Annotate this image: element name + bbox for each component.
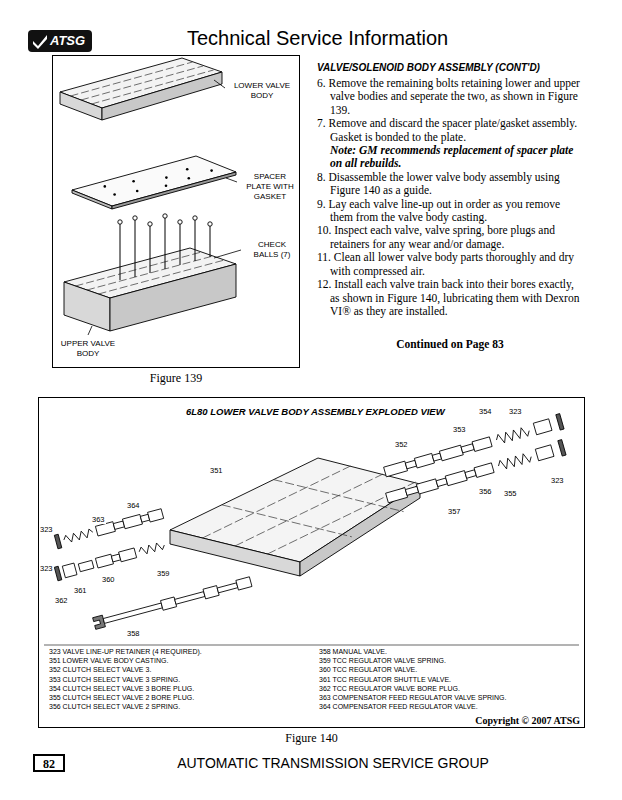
callout-number: 356 [478,487,493,496]
parts-list-item: 358 MANUAL VALVE. [319,648,387,655]
callout-number: 361 [73,586,88,595]
lower-valve-body [60,58,222,120]
callout-number: 362 [54,596,69,605]
valve-body-channels [71,62,214,104]
spacer-holes [104,168,213,196]
callout-number: 359 [156,569,171,578]
parts-list-item: 355 CLUTCH SELECT VALVE 2 BORE PLUG. [49,694,194,701]
text-column: VALVE/SOLENOID BODY ASSEMBLY (CONT'D) 6. … [317,62,585,318]
page-title: Technical Service Information [187,27,448,50]
parts-list-item: 363 COMPENSATOR FEED REGULATOR VALVE SPR… [319,694,507,701]
step-text: 11. Clean all lower valve body parts tho… [317,251,585,278]
step-text: 12. Install each valve train back into t… [317,278,585,318]
callout-number: 364 [126,501,141,510]
part-label: CHECK BALLS (7) [245,240,299,260]
callout-number: 323 [39,564,54,573]
callout-number: 354 [478,407,493,416]
figure-frame: 6L80 LOWER VALVE BODY ASSEMBLY EXPLODED … [38,397,585,728]
spacer-plate [72,156,236,209]
callout-number: 323 [39,525,54,534]
callout-number: 357 [447,507,462,516]
step-text: 8. Disassemble the lower valve body asse… [317,171,585,198]
note-text: Note: GM recommends replacement of space… [317,144,585,171]
valve-train [383,414,564,480]
step-text: 10. Inspect each valve, valve spring, bo… [317,224,585,251]
callout-number: 323 [550,476,565,485]
logo-check-mark [31,32,49,50]
part-label: SPACER PLATE WITH GASKET [241,172,299,202]
parts-list-item: 359 TCC REGULATOR VALVE SPRING. [319,657,446,664]
step-text: 6. Remove the remaining bolts retaining … [317,77,585,117]
step-text: 9. Lay each valve line-up out in order a… [317,198,585,225]
parts-list-item: 361 TCC REGULATOR SHUTTLE VALVE. [319,676,451,683]
part-label: UPPER VALVE BODY [59,339,117,359]
callout-number: 358 [126,629,141,638]
callout-number: 352 [394,440,409,449]
valve-body-casting [170,458,420,576]
footer-text: AUTOMATIC TRANSMISSION SERVICE GROUP [80,755,586,771]
check-balls [118,214,212,226]
valve-train [54,507,164,549]
parts-list-item: 360 TCC REGULATOR VALVE. [319,666,417,673]
page-number-box: 82 [33,754,65,772]
alignment-pins [120,216,210,280]
part-label: LOWER VALVE BODY [229,81,295,101]
figure-title: 6L80 LOWER VALVE BODY ASSEMBLY EXPLODED … [186,406,445,417]
parts-list-item: 364 COMPENSATOR FEED REGULATOR VALVE. [319,703,478,710]
callout-number: 353 [452,425,467,434]
page-number: 82 [35,757,63,772]
manual-valve [93,576,253,630]
leader-lines [88,80,241,335]
parts-list-item: 354 CLUTCH SELECT VALVE 3 BORE PLUG. [49,685,194,692]
divider-line [44,645,579,646]
parts-list-item: 353 CLUTCH SELECT VALVE 3 SPRING. [49,676,180,683]
callout-number: 351 [209,466,224,475]
callout-number: 323 [508,407,523,416]
valve-train [385,440,566,506]
continued-note: Continued on Page 83 [315,338,585,350]
parts-list-item: 352 CLUTCH SELECT VALVE 3. [49,666,151,673]
parts-list-item: 362 TCC REGULATOR VALVE BORE PLUG. [319,685,460,692]
callout-number: 360 [101,575,116,584]
figure-frame: LOWER VALVE BODY SPACER PLATE WITH GASKET… [52,55,300,368]
copyright-note: Copyright © 2007 ATSG [475,715,580,726]
callout-number: 355 [503,489,518,498]
logo-badge: ATSG [28,30,92,52]
section-heading: VALVE/SOLENOID BODY ASSEMBLY (CONT'D) [317,62,585,73]
callout-number: 363 [91,515,106,524]
parts-list-item: 351 LOWER VALVE BODY CASTING. [49,657,168,664]
parts-list-item: 323 VALVE LINE-UP RETAINER (4 REQUIRED). [49,648,202,655]
step-text: 7. Remove and discard the spacer plate/g… [317,117,585,144]
casting-channels [203,466,416,554]
figure-caption: Figure 140 [38,731,585,746]
figure-caption: Figure 139 [52,371,300,386]
logo-text: ATSG [50,33,85,48]
parts-list-item: 356 CLUTCH SELECT VALVE 2 SPRING. [49,703,180,710]
